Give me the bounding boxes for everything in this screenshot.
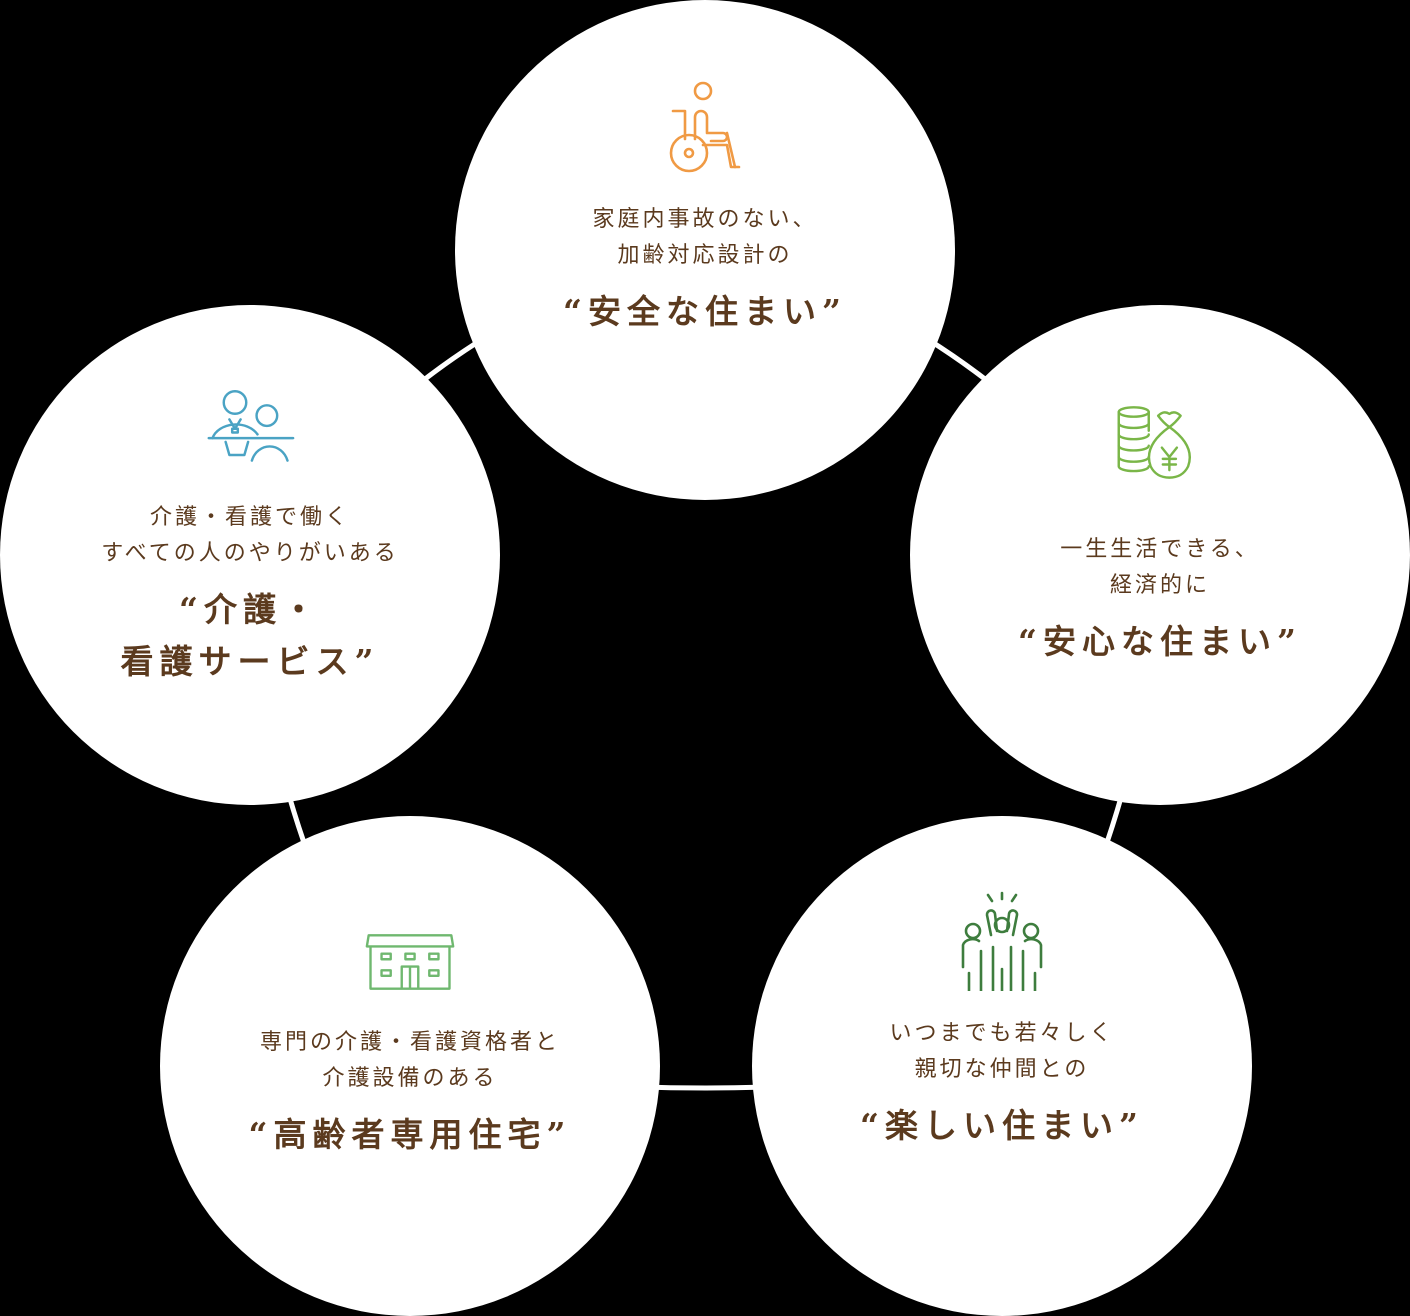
node-care-service: 介護・看護で働く すべての人のやりがいある “介護・ 看護サービス” — [0, 305, 500, 805]
node-subtitle: 家庭内事故のない、 加齢対応設計の — [592, 207, 818, 268]
node-title: “安心な住まい” — [1018, 622, 1302, 661]
node-safe-housing: 家庭内事故のない、 加齢対応設計の “安全な住まい” — [455, 0, 955, 500]
node-title: “介護・ 看護サービス” — [120, 590, 380, 681]
caregiver-icon — [205, 380, 295, 470]
node-fun-housing: いつまでも若々しく 親切な仲間との “楽しい住まい” — [752, 816, 1252, 1316]
building-icon — [365, 931, 455, 993]
node-subtitle: 専門の介護・看護資格者と 介護設備のある — [259, 1030, 560, 1091]
node-title: “高齢者専用住宅” — [248, 1115, 572, 1154]
node-subtitle: 介護・看護で働く すべての人のやりがいある — [101, 505, 399, 566]
wheelchair-icon — [660, 81, 750, 173]
node-subtitle: 一生生活できる、 経済的に — [1060, 537, 1260, 598]
node-secure-housing: 一生生活できる、 経済的に “安心な住まい” — [910, 305, 1410, 805]
node-title: “安全な住まい” — [563, 292, 847, 331]
node-elderly-housing: 専門の介護・看護資格者と 介護設備のある “高齢者専用住宅” — [160, 816, 660, 1316]
node-subtitle: いつまでも若々しく 親切な仲間との — [889, 1021, 1115, 1082]
money-bag-yen-icon — [1115, 397, 1205, 487]
cheering-people-icon — [957, 891, 1047, 991]
node-title: “楽しい住まい” — [860, 1106, 1144, 1145]
